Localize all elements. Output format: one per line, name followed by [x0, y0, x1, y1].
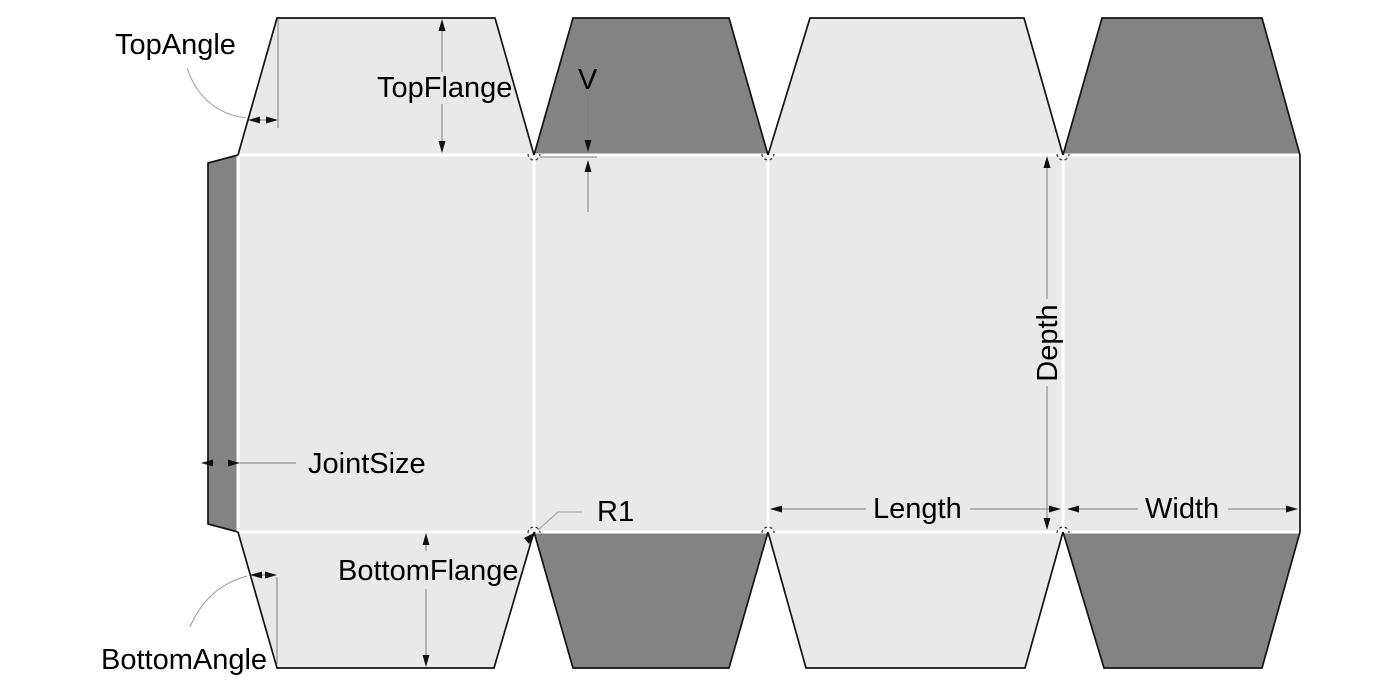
dimension-joint-size [201, 459, 296, 467]
bottom-angle-leader-arc [189, 575, 248, 628]
bottom-flap-1 [238, 532, 534, 668]
radius-arc-bottom-2 [761, 526, 775, 534]
bottom-flap-4 [1063, 532, 1300, 668]
r1-leader-line [537, 511, 582, 531]
depth-arrow-down [1043, 518, 1051, 530]
dimension-r1 [524, 511, 582, 544]
radius-arc-top-2 [761, 153, 775, 161]
dimension-depth [1043, 156, 1051, 530]
top-flange-label: TopFlange [377, 72, 512, 104]
length-arrow-left [770, 505, 782, 513]
bottom-flap-1-outline [237, 531, 535, 669]
top-angle-leader-arc [186, 67, 247, 119]
bottom-angle-label: BottomAngle [101, 644, 267, 676]
v-arrow-down [584, 140, 592, 152]
top-angle-arrow-left [248, 116, 260, 124]
r1-arrowhead [524, 532, 536, 544]
top-angle-arrow-right [266, 116, 278, 124]
joint-size-arrow-left [201, 459, 213, 467]
bottom-flap-4-outline [1062, 531, 1301, 669]
top-flap-1-outline [237, 17, 535, 156]
radius-arc-top-3 [1056, 153, 1070, 161]
bottom-angle-arrow-right [265, 571, 277, 579]
top-flap-3 [768, 18, 1063, 155]
dimension-v [540, 95, 597, 212]
top-flap-1 [238, 18, 534, 155]
depth-label: Depth [1032, 304, 1064, 381]
dimension-top-flange [438, 19, 446, 153]
dimension-length [770, 505, 1061, 513]
dimension-width [1067, 505, 1298, 513]
dimension-labels: TopAngle TopFlange V JointSize R1 Length… [101, 29, 1219, 676]
joint-glue-flap [208, 155, 238, 532]
width-arrow-right [1286, 505, 1298, 513]
width-arrow-left [1067, 505, 1079, 513]
bottom-flange-label: BottomFlange [338, 555, 519, 587]
bottom-flange-arrow-down [422, 655, 430, 667]
top-flap-2-outline [533, 17, 769, 156]
radius-arc-bottom-1 [527, 526, 541, 534]
bottom-angle-arrow-left [250, 571, 262, 579]
v-label: V [578, 64, 598, 96]
top-angle-label: TopAngle [115, 29, 236, 61]
top-flap-3-outline [767, 17, 1064, 156]
v-arrow-up [584, 160, 592, 172]
length-label: Length [873, 493, 962, 525]
depth-arrow-up [1043, 156, 1051, 168]
notch-radius-arcs [527, 153, 1070, 534]
bottom-flap-2-outline [533, 531, 769, 669]
joint-size-label: JointSize [308, 448, 426, 480]
radius-arc-top-1 [527, 153, 541, 161]
width-label: Width [1145, 493, 1219, 525]
bottom-flap-3-outline [767, 531, 1064, 669]
top-flange-arrow-up [438, 19, 446, 31]
top-flap-4-outline [1062, 17, 1301, 156]
dimension-top-angle [186, 19, 279, 128]
dimension-bottom-angle [189, 571, 278, 664]
length-arrow-right [1049, 505, 1061, 513]
cut-outlines [207, 17, 1301, 669]
top-flap-2 [534, 18, 768, 155]
bottom-flange-arrow-up [422, 533, 430, 545]
crease-lines [236, 153, 1300, 534]
bottom-flap-2 [534, 532, 768, 668]
joint-size-arrow-right [228, 459, 240, 467]
dimension-bottom-flange [422, 533, 430, 667]
top-flap-4 [1063, 18, 1300, 155]
radius-arc-bottom-3 [1056, 526, 1070, 534]
joint-flap-outline [207, 154, 239, 533]
r1-label: R1 [597, 496, 634, 528]
top-flange-arrow-down [438, 141, 446, 153]
bottom-flap-3 [768, 532, 1063, 668]
